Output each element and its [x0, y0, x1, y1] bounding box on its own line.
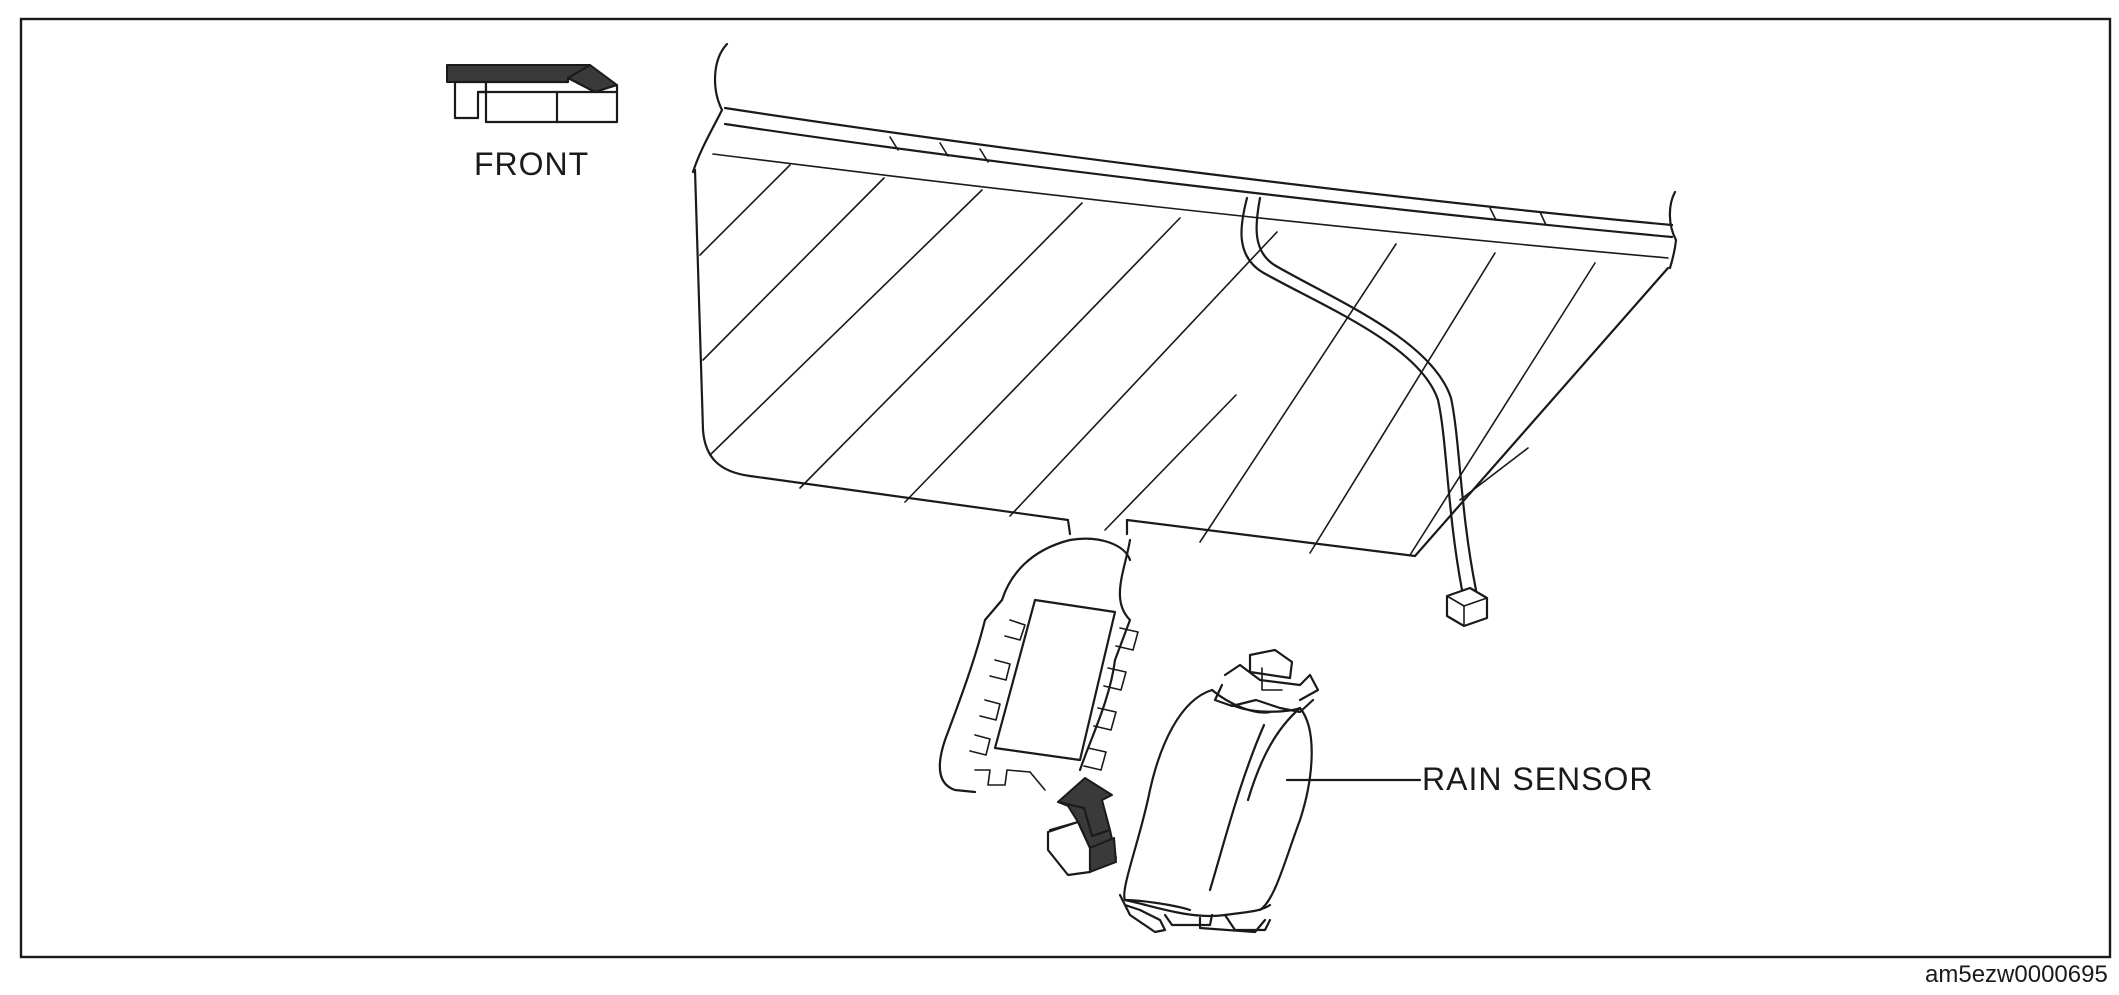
rain-sensor — [1118, 648, 1320, 934]
front-arrow-icon — [446, 64, 619, 124]
figure-code: am5ezw0000695 — [1925, 961, 2108, 988]
installation-arrow-icon — [1046, 777, 1117, 877]
diagram-frame — [19, 17, 2112, 959]
glass-hatching — [699, 164, 1596, 556]
windshield — [691, 42, 1678, 628]
front-label: FRONT — [474, 146, 589, 182]
sensor-bracket — [938, 537, 1139, 794]
rain-sensor-label: RAIN SENSOR — [1422, 761, 1653, 797]
